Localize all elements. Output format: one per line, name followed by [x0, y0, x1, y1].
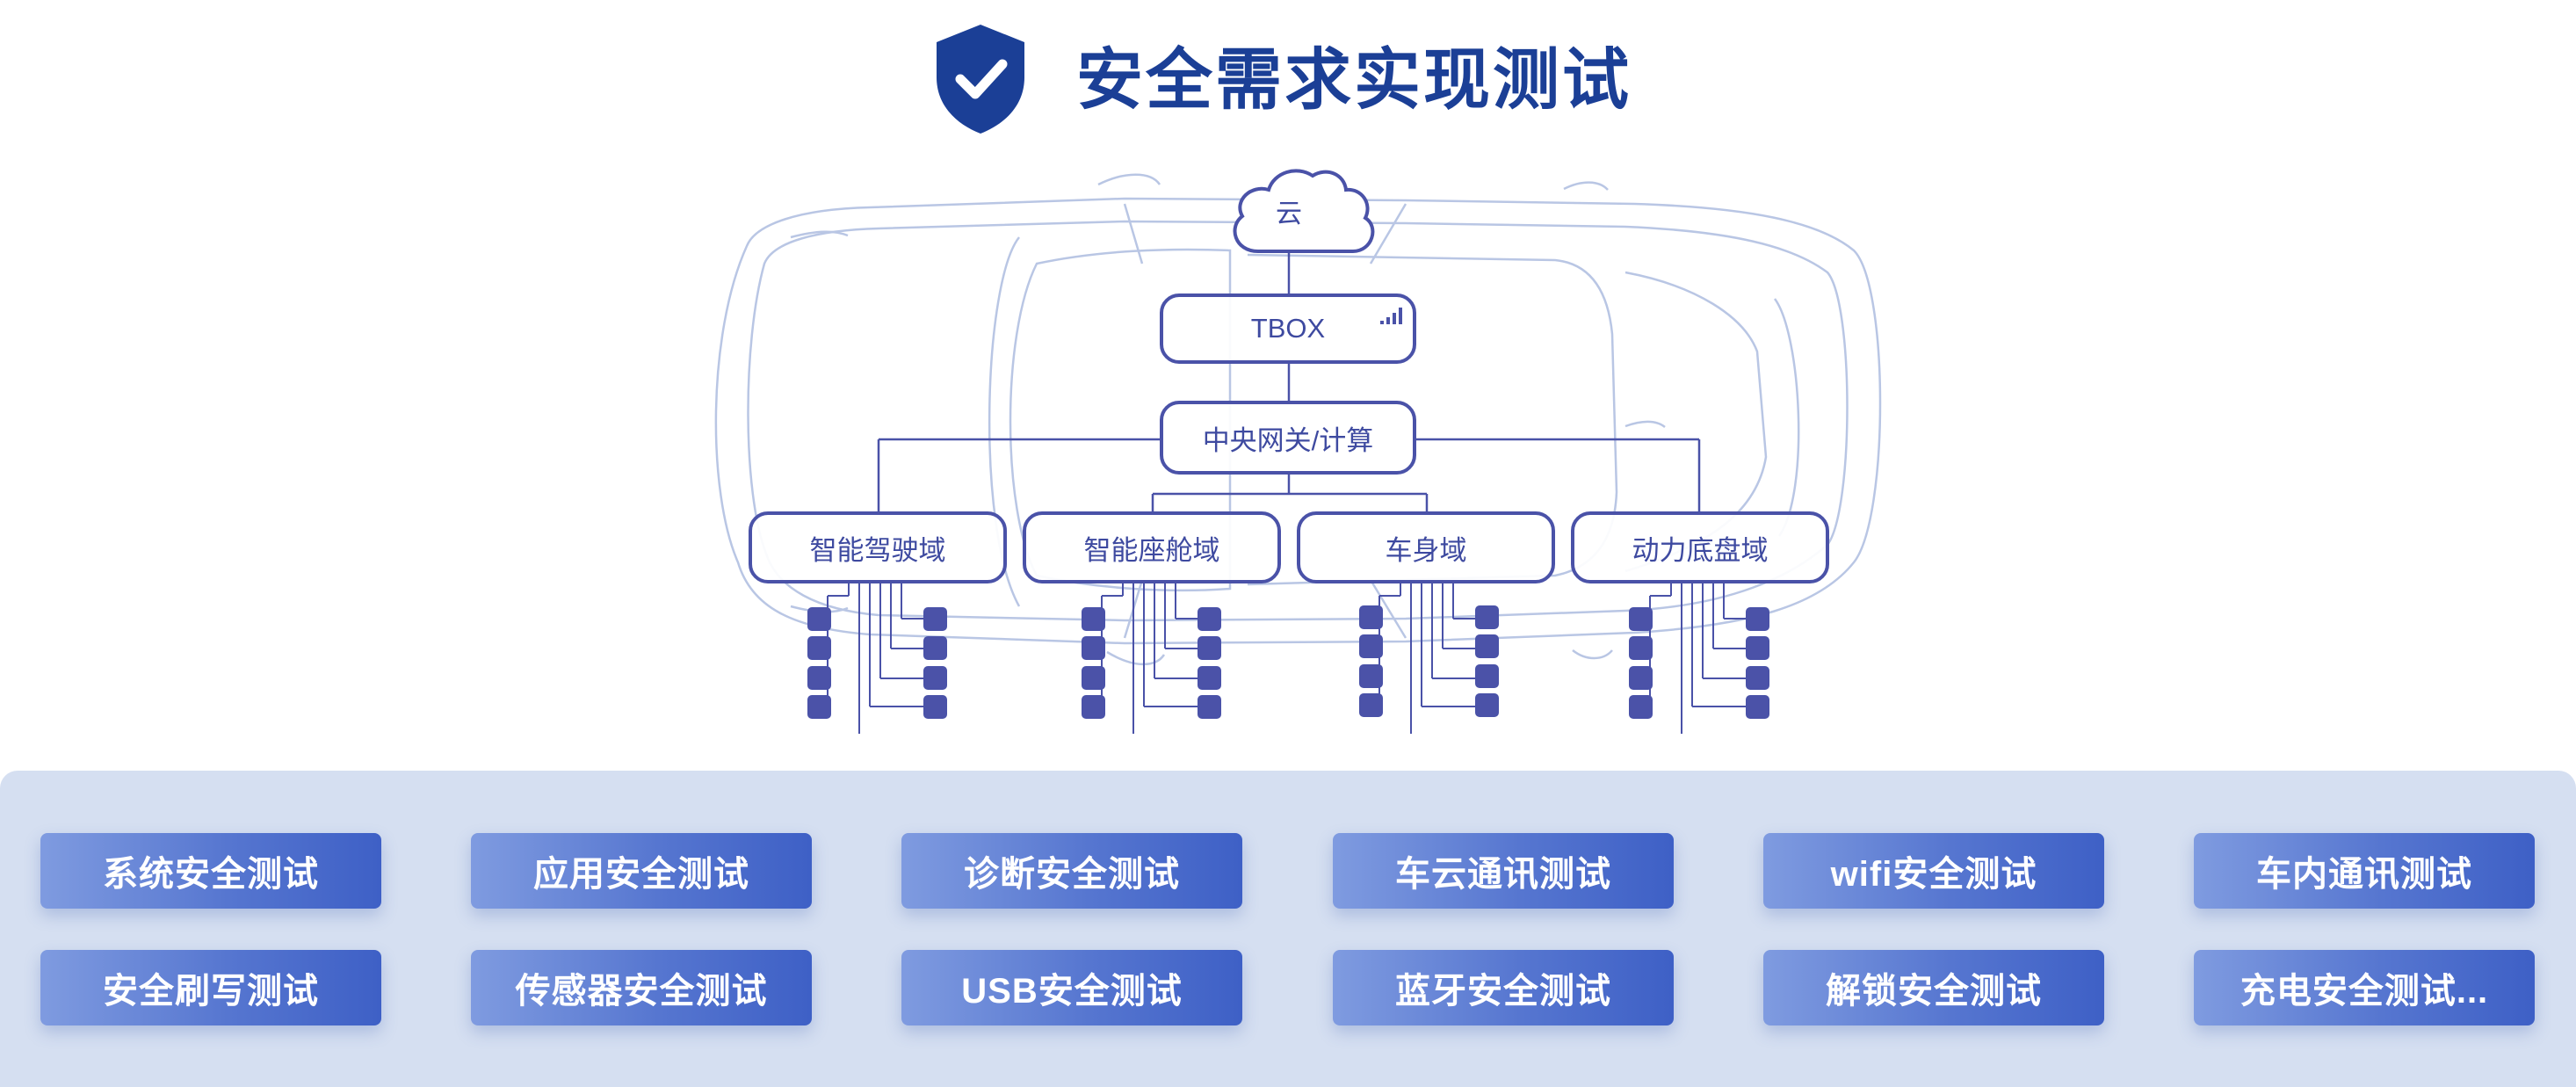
header: 安全需求实现测试 — [0, 18, 2576, 141]
cloud-shape — [1233, 169, 1375, 253]
test-item-bluetooth-security[interactable]: 蓝牙安全测试 — [1333, 950, 1674, 1025]
domain-label: 智能驾驶域 — [809, 534, 946, 566]
domain-label: 智能座舱域 — [1083, 534, 1220, 566]
test-category-panel: 系统安全测试 应用安全测试 诊断安全测试 车云通讯测试 wifi安全测试 车内通… — [0, 771, 2576, 1087]
ecu-group-cockpit — [1082, 583, 1221, 734]
shield-check-icon — [937, 25, 1024, 134]
domain-node-driving: 智能驾驶域 — [749, 511, 1007, 583]
ecu-group-chassis — [1629, 583, 1769, 734]
domain-node-cockpit: 智能座舱域 — [1023, 511, 1281, 583]
gateway-label: 中央网关/计算 — [1202, 424, 1374, 456]
test-item-flash-security[interactable]: 安全刷写测试 — [40, 950, 381, 1025]
page-title: 安全需求实现测试 — [1076, 43, 1632, 118]
test-item-charging-security[interactable]: 充电安全测试... — [2194, 950, 2535, 1025]
test-item-vehicle-cloud-comm[interactable]: 车云通讯测试 — [1333, 833, 1674, 909]
test-item-application-security[interactable]: 应用安全测试 — [471, 833, 812, 909]
signal-icon — [1380, 308, 1402, 324]
domain-label: 动力底盘域 — [1632, 534, 1769, 566]
domain-node-chassis: 动力底盘域 — [1571, 511, 1829, 583]
domain-node-body: 车身域 — [1297, 511, 1555, 583]
domain-label: 车身域 — [1385, 534, 1467, 566]
ecu-groups — [807, 583, 1769, 734]
test-item-wifi-security[interactable]: wifi安全测试 — [1763, 833, 2104, 909]
ecu-group-driving — [807, 583, 947, 734]
tree-connectors — [877, 251, 1701, 511]
test-item-diagnostic-security[interactable]: 诊断安全测试 — [901, 833, 1242, 909]
test-item-usb-security[interactable]: USB安全测试 — [901, 950, 1242, 1025]
cloud-label: 云 — [1276, 199, 1302, 228]
test-item-sensor-security[interactable]: 传感器安全测试 — [471, 950, 812, 1025]
ecu-group-body — [1359, 583, 1499, 734]
test-item-unlock-security[interactable]: 解锁安全测试 — [1763, 950, 2104, 1025]
tbox-label: TBOX — [1250, 313, 1326, 344]
test-item-in-vehicle-comm[interactable]: 车内通讯测试 — [2194, 833, 2535, 909]
diagram-canvas — [714, 169, 1882, 734]
test-item-system-security[interactable]: 系统安全测试 — [40, 833, 381, 909]
tbox-node: TBOX — [1160, 293, 1416, 364]
vehicle-architecture-diagram: 云 TBOX 中央网关/计算 智能驾驶域 智能座舱域 车身域 动力底盘域 — [714, 169, 1882, 734]
central-gateway-node: 中央网关/计算 — [1160, 401, 1416, 475]
